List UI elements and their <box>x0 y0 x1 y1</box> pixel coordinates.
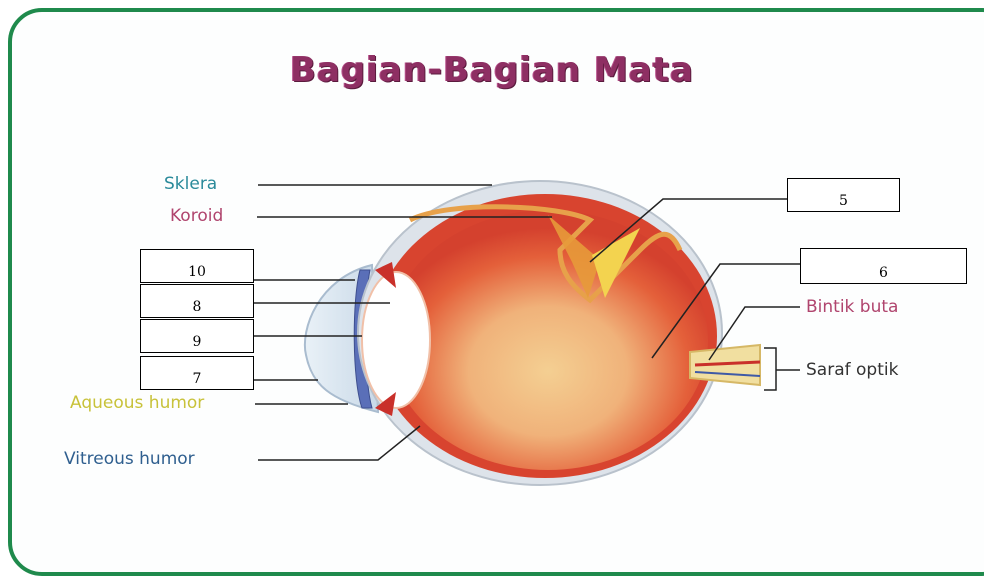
answer-box-8[interactable]: 8 <box>140 284 254 318</box>
answer-box-9[interactable]: 9 <box>140 319 254 353</box>
answer-box-5[interactable]: 5 <box>787 178 900 212</box>
label-saraf-optik: Saraf optik <box>806 362 898 379</box>
answer-box-6[interactable]: 6 <box>800 248 967 284</box>
label-bintik-buta: Bintik buta <box>806 299 898 316</box>
answer-box-7[interactable]: 7 <box>140 356 254 390</box>
answer-box-10[interactable]: 10 <box>140 249 254 283</box>
label-vitreous-humor: Vitreous humor <box>64 451 195 468</box>
label-sklera: Sklera <box>164 176 217 193</box>
label-koroid: Koroid <box>170 208 223 225</box>
label-aqueous-humor: Aqueous humor <box>70 395 204 412</box>
vitreous-shape <box>388 210 708 470</box>
lens <box>362 272 430 408</box>
